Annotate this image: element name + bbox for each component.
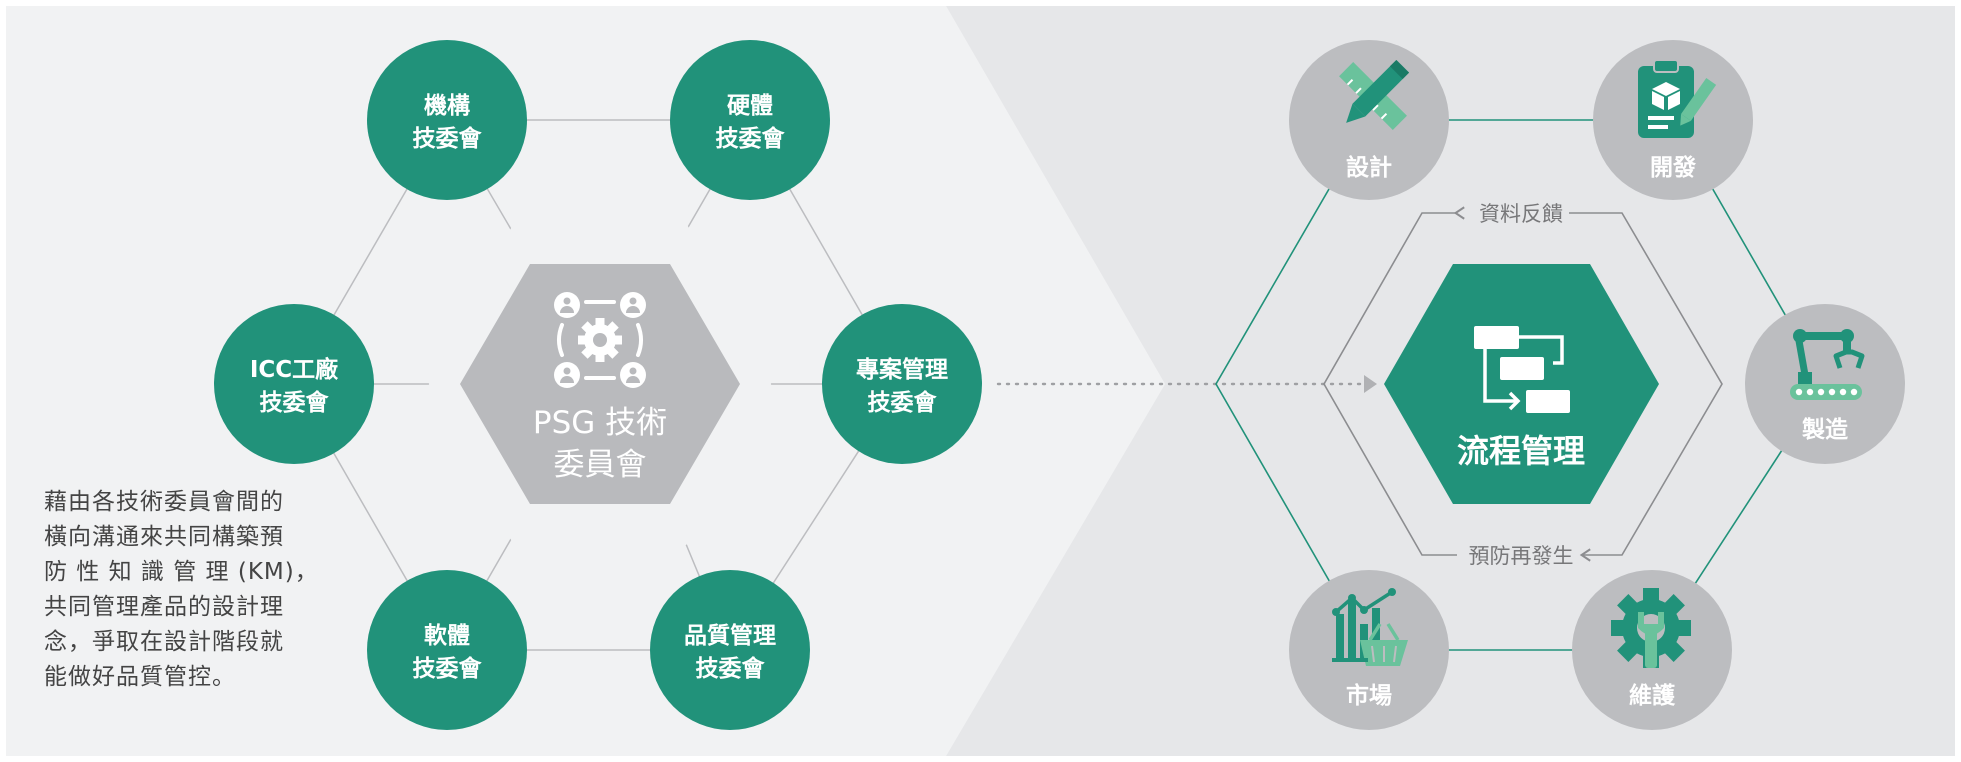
- committee-node-mechanism: 機構 技委會: [367, 40, 527, 200]
- committee-node-label-line1: 品質管理: [684, 622, 776, 649]
- process-management-title: 流程管理: [1457, 432, 1585, 470]
- committee-node-quality-management: 品質管理 技委會: [650, 570, 810, 730]
- flowchart-icon: [1474, 326, 1570, 413]
- stage-node-manufacturing: 製造: [1745, 304, 1905, 464]
- committee-node-label-line1: 硬體: [727, 92, 773, 119]
- feedback-loop-left: [1323, 206, 1465, 556]
- description-text: 藉由各技術委員會間的 橫向溝通來共同構築預 防 性 知 識 管 理 (KM)， …: [44, 485, 319, 695]
- feedback-top-label: 資料反饋: [1479, 202, 1563, 226]
- committee-node-label-line2: 技委會: [413, 125, 483, 152]
- clipboard-cube-icon: [1638, 59, 1717, 138]
- committee-node-label-line2: 技委會: [716, 125, 786, 152]
- description-line: 能做好品質管控。: [44, 664, 236, 690]
- team-settings-icon: [554, 292, 646, 388]
- committee-node-project-management: 專案管理 技委會: [822, 304, 982, 464]
- stage-node-maintenance: 維護: [1572, 570, 1732, 730]
- committee-node-label-line2: 技委會: [868, 389, 938, 416]
- stage-label: 開發: [1650, 155, 1696, 181]
- committee-node-label-line1: 軟體: [424, 622, 470, 649]
- process-management-hexagon: [1384, 264, 1659, 504]
- description-line: 藉由各技術委員會間的: [44, 489, 284, 515]
- psg-committee-title-line1: PSG 技術: [533, 405, 667, 441]
- committee-node-label-line1: ICC工廠: [250, 356, 339, 383]
- committee-node-label-line2: 技委會: [413, 655, 483, 682]
- stage-node-development: 開發: [1593, 40, 1753, 200]
- connector-arrowhead: [1364, 375, 1377, 393]
- committee-node-icc-factory: ICC工廠 技委會: [214, 304, 374, 464]
- description-line: 防 性 知 識 管 理 (KM)，: [44, 559, 319, 585]
- description-line: 共同管理產品的設計理: [44, 594, 284, 620]
- committee-node-label-line1: 專案管理: [856, 356, 948, 383]
- committee-node-hardware: 硬體 技委會: [670, 40, 830, 200]
- feedback-loop-right: [1569, 212, 1723, 562]
- psg-committee-title-line2: 委員會: [554, 447, 647, 483]
- psg-committee-hexagon: [460, 264, 740, 504]
- committee-node-label-line2: 技委會: [696, 655, 766, 682]
- pencil-ruler-icon: [1339, 59, 1410, 130]
- robot-arm-conveyor-icon: [1790, 329, 1865, 400]
- feedback-bottom-label: 預防再發生: [1469, 544, 1574, 568]
- stage-node-market: 市場: [1289, 570, 1449, 730]
- stage-label: 市場: [1346, 682, 1392, 709]
- committee-node-label-line2: 技委會: [260, 389, 330, 416]
- stage-label: 設計: [1346, 154, 1392, 181]
- committee-node-label-line1: 機構: [424, 93, 470, 119]
- description-line: 念，爭取在設計階段就: [44, 629, 284, 655]
- chart-basket-icon: [1332, 588, 1408, 666]
- stage-label: 製造: [1801, 416, 1849, 443]
- stage-label: 維護: [1629, 682, 1676, 709]
- gear-wrench-icon: [1611, 588, 1691, 668]
- description-line: 橫向溝通來共同構築預: [44, 524, 284, 550]
- committee-node-software: 軟體 技委會: [367, 570, 527, 730]
- stage-node-design: 設計: [1289, 40, 1449, 200]
